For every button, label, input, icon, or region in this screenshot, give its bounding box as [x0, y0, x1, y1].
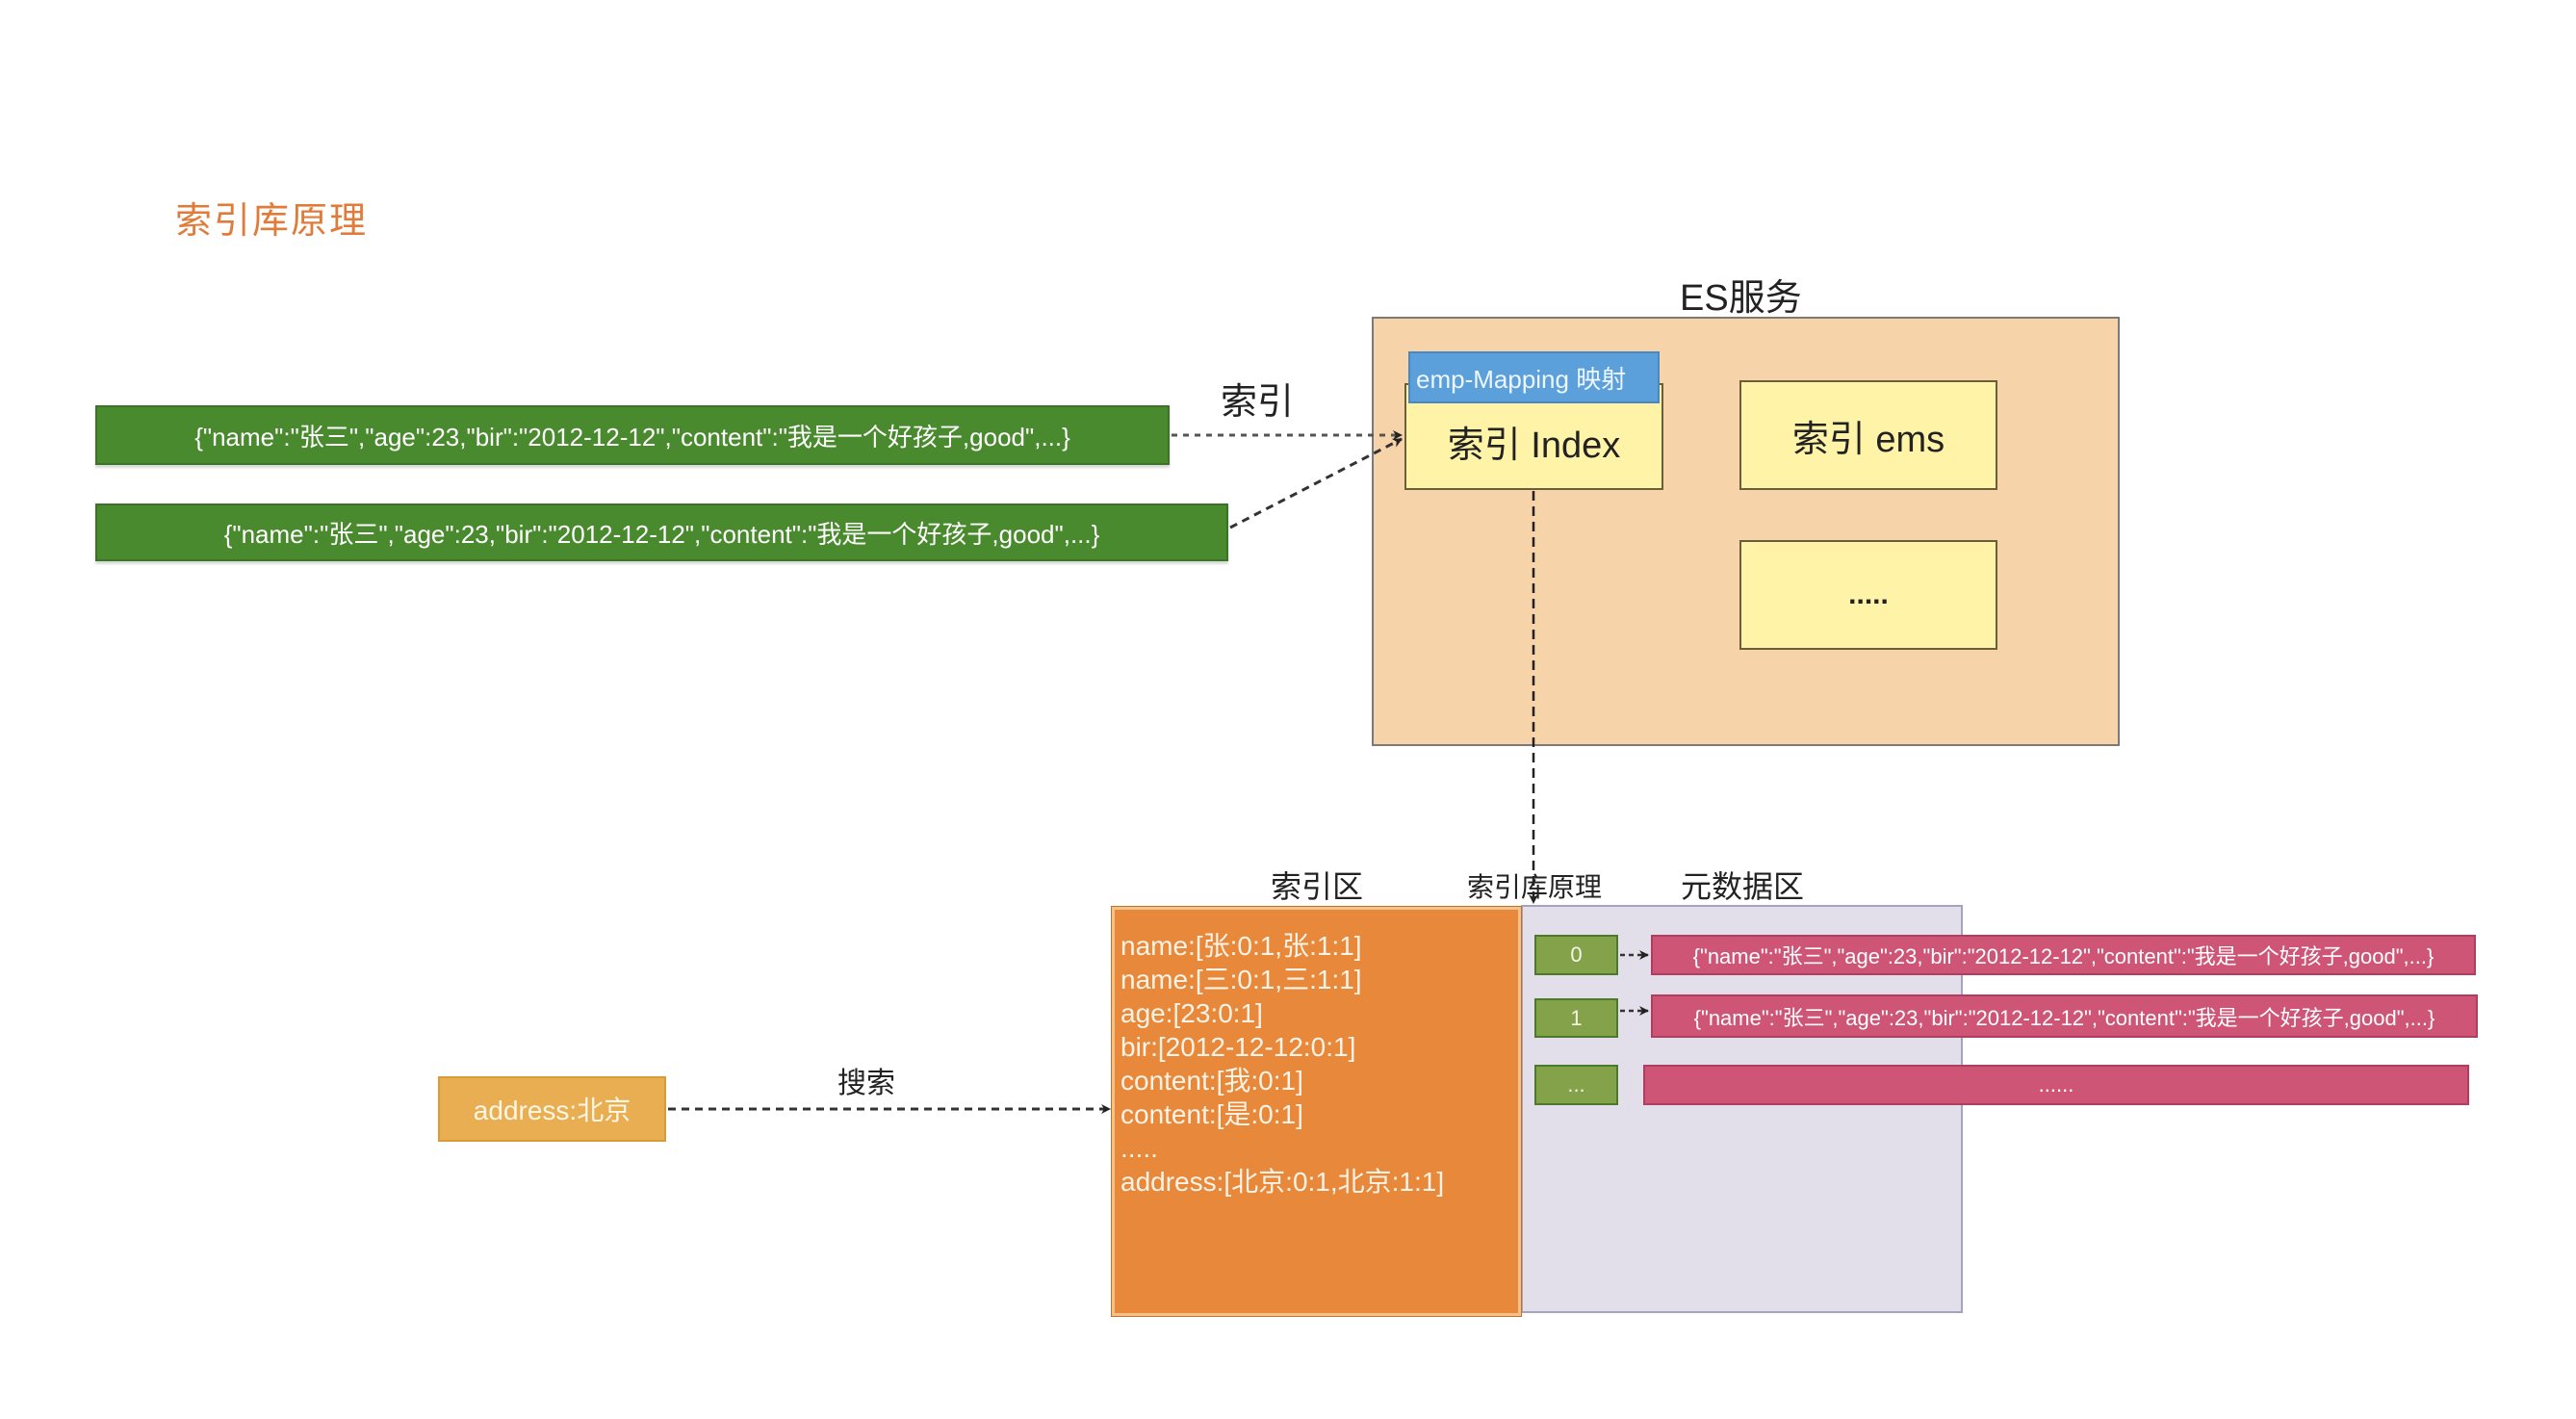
doc-id-box: ... — [1534, 1065, 1618, 1105]
index-entry: address:[北京:0:1,北京:1:1] — [1121, 1167, 1445, 1197]
source-document-2: {"name":"张三","age":23,"bir":"2012-12-12"… — [95, 503, 1228, 561]
index-entry: bir:[2012-12-12:0:1] — [1121, 1032, 1356, 1062]
stored-document: {"name":"张三","age":23,"bir":"2012-12-12"… — [1651, 994, 2478, 1038]
index-box-more: ..... — [1739, 540, 1997, 650]
metadata-area-label: 元数据区 — [1681, 869, 1805, 904]
search-query-box: address:北京 — [438, 1076, 666, 1142]
index-arrow-2 — [1229, 437, 1403, 529]
doc-id-box: 1 — [1534, 998, 1618, 1038]
mapping-tab: emp-Mapping 映射 — [1408, 351, 1660, 403]
index-area-label: 索引区 — [1271, 869, 1364, 904]
search-label: 搜索 — [837, 1068, 895, 1099]
es-service-label: ES服务 — [1680, 278, 1802, 319]
diagram-title: 索引库原理 — [175, 201, 369, 242]
source-document-1: {"name":"张三","age":23,"bir":"2012-12-12"… — [95, 405, 1170, 465]
index-box-ems: 索引 ems — [1739, 380, 1997, 490]
index-area: name:[张:0:1,张:1:1] name:[三:0:1,三:1:1] ag… — [1111, 906, 1522, 1317]
index-entry: content:[是:0:1] — [1121, 1099, 1303, 1129]
stored-document: ...... — [1643, 1065, 2469, 1105]
index-entry: name:[三:0:1,三:1:1] — [1121, 965, 1362, 994]
index-entry: age:[23:0:1] — [1121, 998, 1263, 1028]
index-entry: ..... — [1121, 1133, 1158, 1163]
doc-id-box: 0 — [1534, 935, 1618, 975]
index-entry: content:[我:0:1] — [1121, 1066, 1303, 1096]
index-arrow-label: 索引 — [1221, 382, 1295, 423]
stored-document: {"name":"张三","age":23,"bir":"2012-12-12"… — [1651, 935, 2476, 975]
index-entry: name:[张:0:1,张:1:1] — [1121, 931, 1362, 961]
